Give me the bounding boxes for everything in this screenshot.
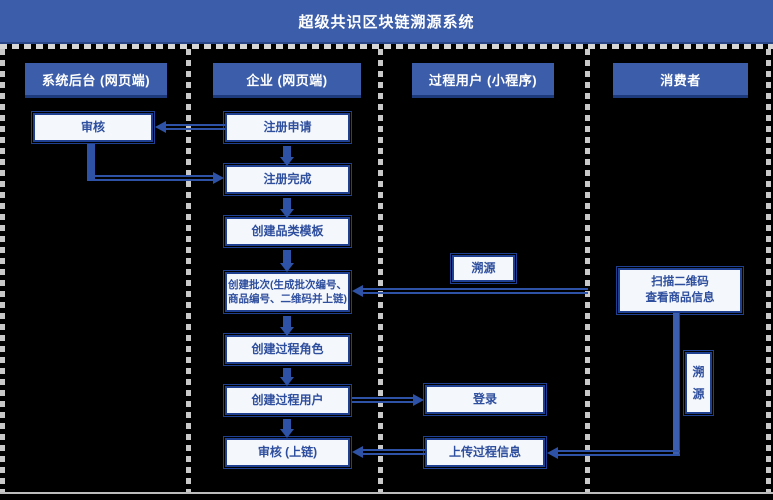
arrowhead-register-apply-to-register-done	[280, 157, 294, 166]
line-role-to-process-user	[283, 368, 291, 377]
node-create-process-user: 创建过程用户	[223, 384, 352, 417]
node-upload-process-info: 上传过程信息	[423, 436, 547, 469]
node-create-batch: 创建批次(生成批次编号、 商品编号、二维码并上链)	[223, 270, 352, 314]
node-review-onchain: 审核 (上链)	[223, 436, 352, 469]
top-dashed-divider	[0, 44, 773, 49]
lane-title-system-backend: 系统后台 (网页端)	[25, 63, 167, 95]
node-register-apply-label: 注册申请	[263, 120, 312, 135]
lane-title-process-user: 过程用户 (小程序)	[412, 63, 554, 95]
line-review-to-register-done	[87, 175, 213, 181]
line-process-user-to-review-onchain	[283, 419, 291, 429]
line-category-to-batch	[283, 250, 291, 263]
node-create-process-role: 创建过程角色	[223, 333, 352, 366]
lane-divider-1	[186, 49, 191, 492]
node-scan-qr-line1: 扫描二维码	[651, 275, 709, 288]
node-create-batch-line1: 创建批次(生成批次编号、	[228, 278, 347, 291]
arrowhead-consumer-to-upload	[547, 447, 558, 459]
node-create-category-template: 创建品类模板	[223, 215, 352, 248]
node-trace-label-vertical-text: 溯源	[692, 365, 705, 401]
lane-divider-right-edge	[766, 49, 771, 492]
arrowhead-review-to-register-done	[213, 172, 224, 184]
line-upload-to-review-onchain	[363, 449, 425, 455]
line-trace-to-batch	[363, 288, 588, 294]
arrowhead-role-to-process-user	[280, 377, 294, 386]
line-consumer-to-upload	[558, 450, 680, 456]
line-review-down	[87, 144, 95, 181]
line-batch-to-role	[283, 316, 291, 327]
node-create-batch-line2: 商品编号、二维码并上链)	[228, 293, 347, 305]
arrowhead-register-apply-to-review	[155, 121, 166, 133]
node-review-onchain-label: 审核 (上链)	[257, 445, 318, 460]
arrowhead-register-done-to-category	[280, 209, 294, 218]
line-register-apply-to-register-done	[283, 146, 291, 157]
node-scan-qr-line2: 查看商品信息	[645, 291, 715, 304]
lane-divider-3	[585, 49, 590, 492]
node-scan-qr: 扫描二维码 查看商品信息	[616, 266, 744, 315]
node-trace-label: 溯源	[450, 253, 517, 284]
lane-divider-left-edge	[0, 49, 5, 492]
node-create-category-template-label: 创建品类模板	[251, 224, 324, 239]
node-register-done: 注册完成	[223, 163, 352, 196]
page-title: 超级共识区块链溯源系统	[0, 0, 773, 44]
arrowhead-trace-to-batch	[352, 285, 363, 297]
node-trace-label-vertical: 溯源	[683, 350, 714, 416]
arrowhead-batch-to-role	[280, 327, 294, 336]
bottom-border-line	[0, 492, 773, 494]
arrowhead-process-user-to-review-onchain	[280, 429, 294, 438]
lane-title-enterprise: 企业 (网页端)	[213, 63, 361, 95]
arrowhead-process-user-to-login	[413, 394, 424, 406]
arrowhead-category-to-batch	[280, 263, 294, 272]
line-register-done-to-category	[283, 198, 291, 209]
node-review: 审核	[31, 111, 155, 144]
line-process-user-to-login	[352, 397, 413, 403]
node-login: 登录	[423, 383, 547, 416]
node-create-process-role-label: 创建过程角色	[251, 342, 324, 357]
node-create-process-user-label: 创建过程用户	[251, 393, 324, 408]
node-login-label: 登录	[472, 392, 497, 407]
line-scan-qr-down	[673, 313, 680, 456]
arrowhead-upload-to-review-onchain	[352, 446, 363, 458]
node-upload-process-info-label: 上传过程信息	[448, 445, 521, 460]
node-review-label: 审核	[80, 120, 105, 135]
line-register-apply-to-review	[166, 124, 225, 130]
node-register-done-label: 注册完成	[263, 172, 312, 187]
lane-divider-2	[378, 49, 383, 492]
node-register-apply: 注册申请	[223, 111, 352, 144]
node-trace-label-text: 溯源	[471, 261, 496, 276]
lane-title-consumer: 消费者	[613, 63, 748, 95]
